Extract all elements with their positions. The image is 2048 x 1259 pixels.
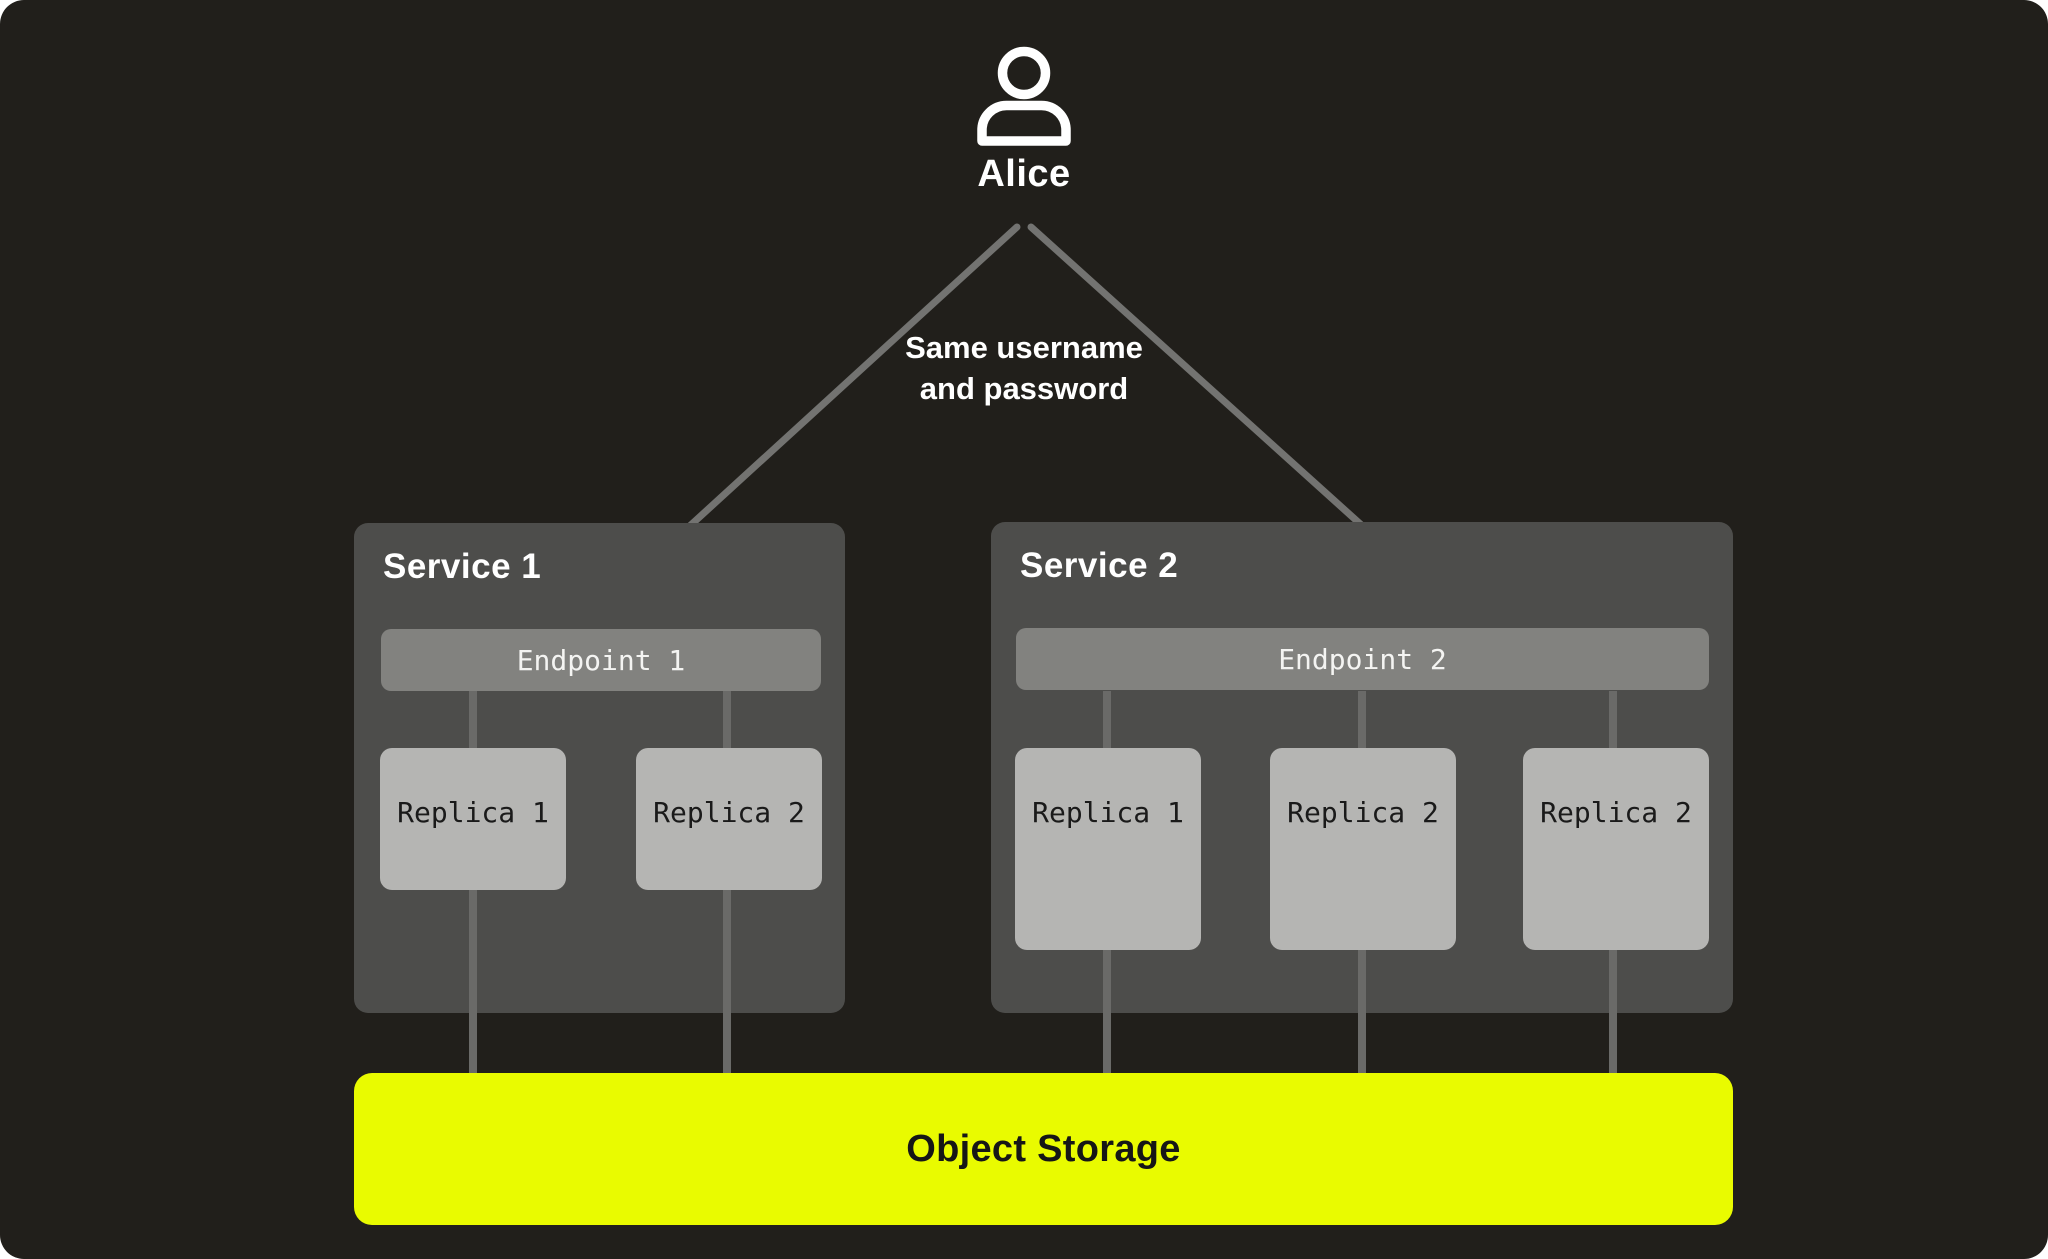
service-2-replica-2: Replica 2 [1270,748,1456,950]
service-2-title: Service 2 [1020,546,1179,585]
connection-label: Same username and password [0,327,2048,409]
object-storage-label: Object Storage [906,1127,1181,1170]
endpoint-1: Endpoint 1 [381,629,821,691]
connection-label-line-2: and password [919,371,1129,406]
person-icon [977,46,1071,146]
service-1-title: Service 1 [383,547,542,586]
service-1-box: Service 1 Endpoint 1 Replica 1 Replica 2 [354,523,845,1073]
user-name-label: Alice [977,153,1071,195]
connection-label-line-1: Same username [905,330,1143,365]
service-2-box: Service 2 Endpoint 2 Replica 1 Replica 2… [991,522,1733,1073]
endpoint-2: Endpoint 2 [1016,628,1709,690]
service-1-replica-1: Replica 1 [380,748,566,890]
service-2-replica-1: Replica 1 [1015,748,1201,950]
service-2-replica-3: Replica 2 [1523,748,1709,950]
object-storage-bar: Object Storage [354,1073,1733,1225]
service-1-replica-2: Replica 2 [636,748,822,890]
